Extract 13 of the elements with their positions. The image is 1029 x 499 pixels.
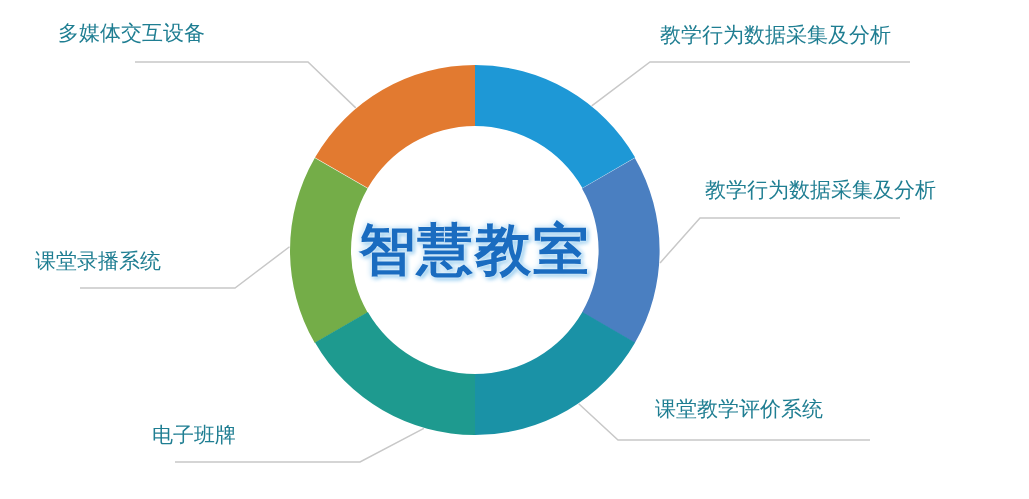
item-label: 教学行为数据采集及分析 — [660, 22, 891, 49]
item-label: 课堂教学评价系统 — [655, 396, 823, 423]
item-label: 多媒体交互设备 — [58, 20, 205, 47]
leader-line — [578, 403, 871, 441]
item-label: 课堂录播系统 — [35, 248, 161, 275]
center-title: 智慧教室 — [355, 215, 595, 285]
leader-line — [134, 61, 357, 109]
leader-line — [174, 427, 425, 463]
leader-line — [79, 246, 291, 289]
item-label: 教学行为数据采集及分析 — [705, 177, 936, 204]
leader-line — [591, 61, 911, 107]
leader-line — [659, 217, 901, 264]
item-label: 电子班牌 — [152, 422, 236, 449]
